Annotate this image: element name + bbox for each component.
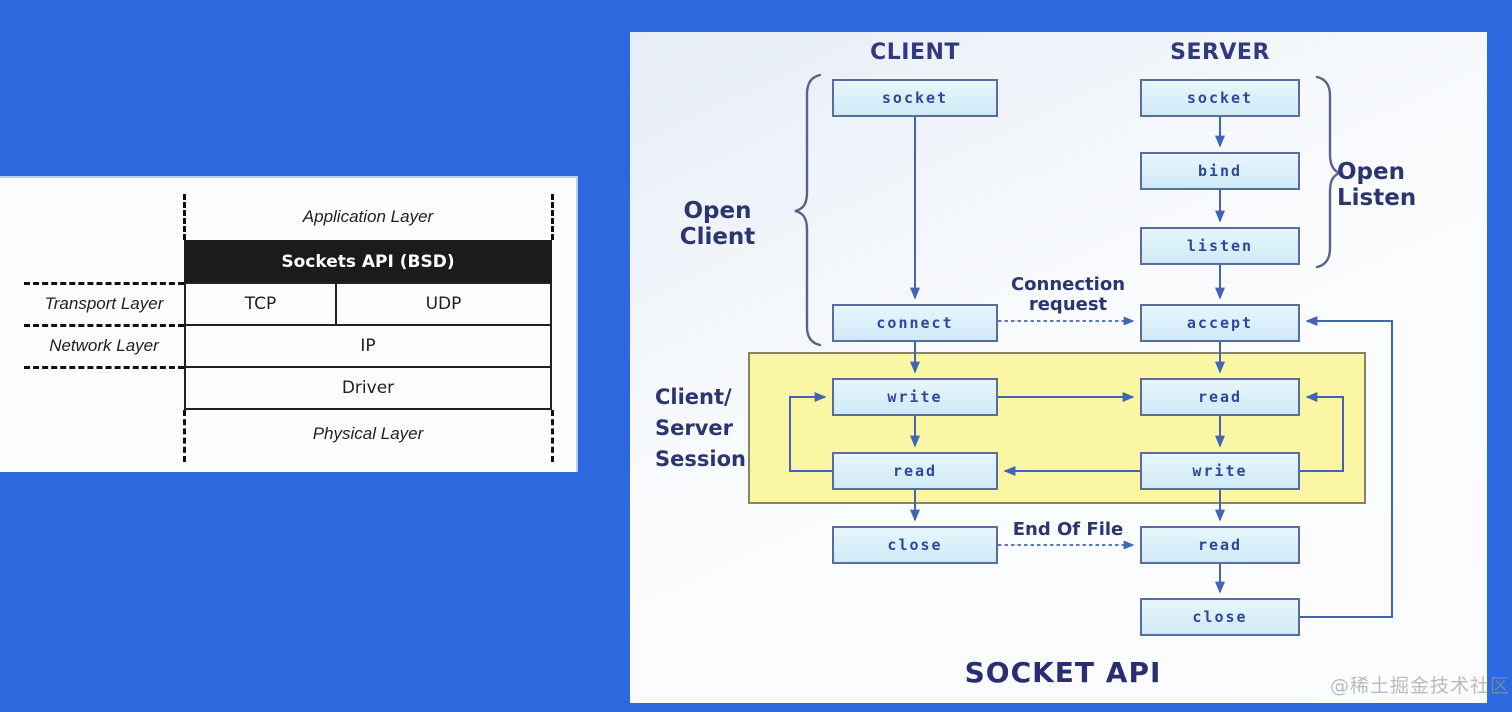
network-layer-label: Network Layer (49, 336, 159, 355)
server-write-box: write (1140, 452, 1300, 490)
connection-request-line1: Connection (1010, 274, 1126, 295)
server-socket-box: socket (1140, 79, 1300, 117)
physical-layer-label: Physical Layer (312, 424, 424, 443)
server-close-box: close (1140, 598, 1300, 636)
protocol-stack-panel: Application Layer Transport Layer Networ… (0, 176, 578, 472)
server-bind-box: bind (1140, 152, 1300, 190)
server-read2-box: read (1140, 526, 1300, 564)
client-socket-box: socket (832, 79, 998, 117)
server-title: SERVER (1170, 40, 1270, 65)
open-listen-brace (1315, 75, 1345, 269)
dashed-line (24, 366, 184, 369)
flow-arrows (789, 73, 1393, 618)
dashed-line (551, 194, 554, 240)
watermark: @稀土掘金技术社区 (1330, 675, 1511, 697)
ip-cell: IP (360, 336, 376, 356)
socket-api-title: SOCKET API (964, 656, 1162, 689)
server-listen-box: listen (1140, 227, 1300, 265)
socket-api-flow-panel: CLIENT SERVER socket connect write read … (630, 32, 1487, 703)
client-title: CLIENT (870, 40, 960, 65)
sockets-api-bar: Sockets API (BSD) (184, 240, 552, 284)
udp-cell: UDP (425, 294, 462, 314)
driver-row: Driver (184, 366, 552, 410)
session-label-line3: Session (655, 447, 746, 471)
server-read-box: read (1140, 378, 1300, 416)
tcp-cell: TCP (186, 284, 337, 324)
connection-request-line2: request (1028, 294, 1108, 315)
dashed-line (551, 410, 554, 462)
server-accept-box: accept (1140, 304, 1300, 342)
dashed-line (183, 410, 186, 462)
dashed-line (24, 282, 184, 285)
open-client-label: Open Client (679, 198, 756, 250)
session-label-line2: Server (655, 416, 734, 440)
network-row: IP (184, 324, 552, 368)
dashed-line (183, 194, 186, 240)
client-write-box: write (832, 378, 998, 416)
open-client-brace (794, 73, 822, 347)
transport-row: TCP UDP (184, 282, 552, 326)
client-connect-box: connect (832, 304, 998, 342)
connection-request-label: Connection request (988, 275, 1148, 315)
end-of-file-label: End Of File (1012, 519, 1124, 540)
application-layer-label: Application Layer (302, 207, 434, 226)
transport-layer-label: Transport Layer (44, 294, 164, 313)
session-label: Client/ Server Session (655, 382, 746, 475)
dashed-line (24, 324, 184, 327)
client-read-box: read (832, 452, 998, 490)
client-close-box: close (832, 526, 998, 564)
session-label-line1: Client/ (655, 385, 732, 409)
open-listen-label: Open Listen (1337, 159, 1417, 211)
driver-cell: Driver (341, 378, 395, 398)
